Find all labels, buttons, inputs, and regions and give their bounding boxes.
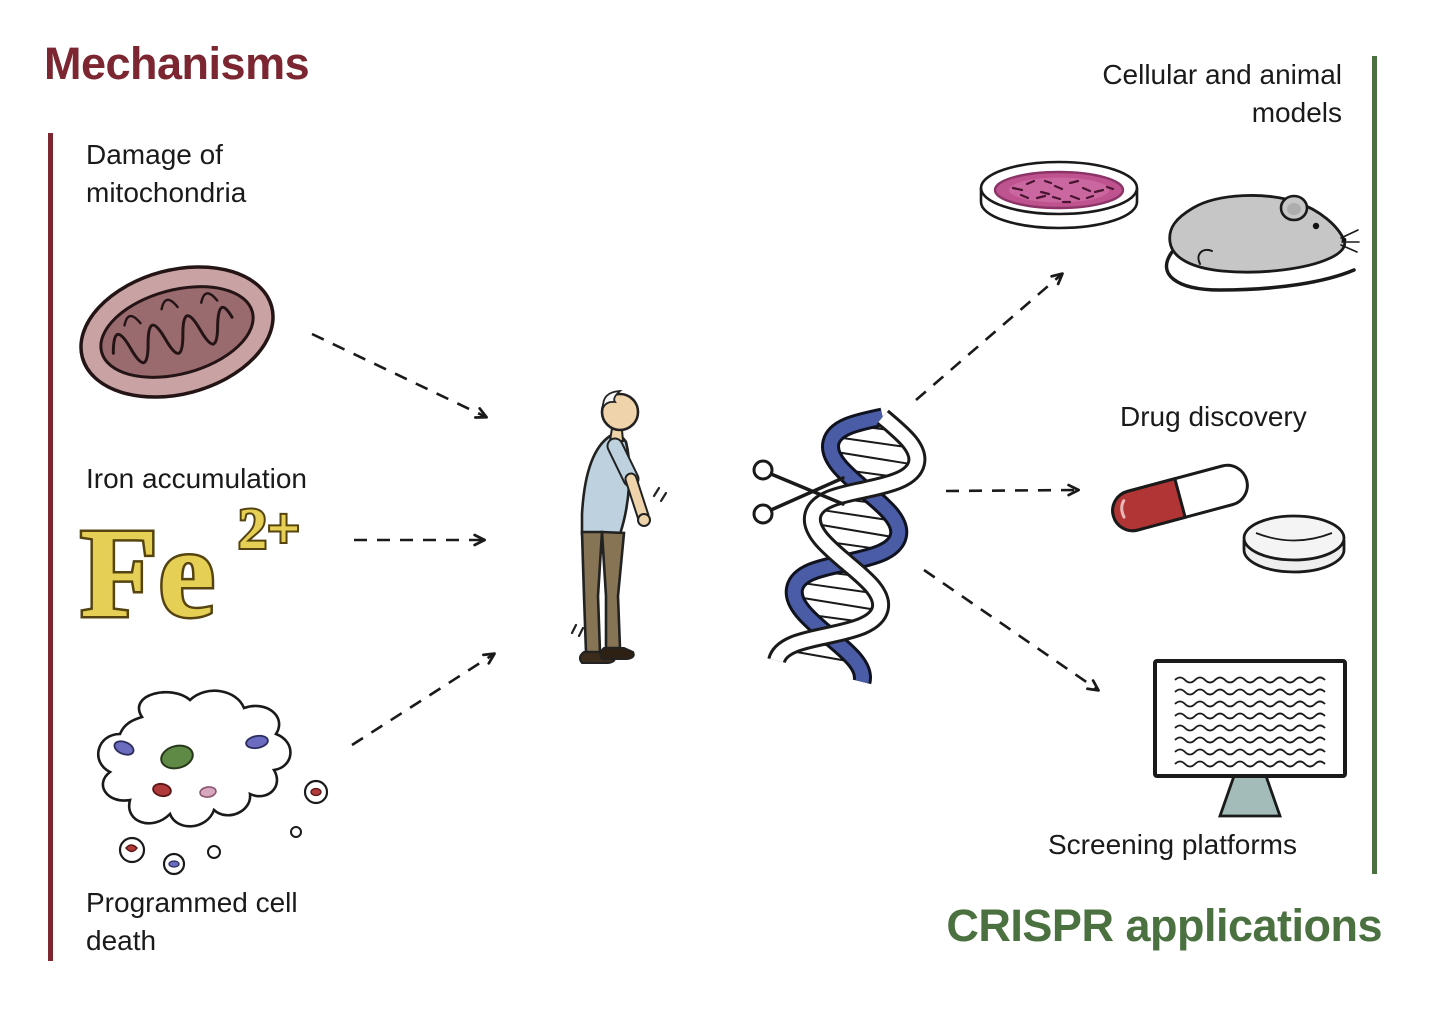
elderly-man-icon — [570, 389, 668, 664]
dna-scissors-icon — [752, 407, 927, 685]
label-iron-accumulation: Iron accumulation — [86, 463, 308, 494]
capsule-icon — [1111, 463, 1249, 533]
arrow-dna-to-drug-discovery — [945, 483, 1080, 497]
arrow-dna-to-models — [915, 272, 1064, 401]
scissors-icon — [752, 459, 845, 525]
label-cellular-and-animal-models: Cellular and animal models — [1102, 59, 1342, 128]
label-programmed-cell-death: Programmed cell death — [86, 887, 298, 956]
iron-fe2plus-icon: Fe 2+ — [78, 494, 302, 647]
fe-symbol-text: Fe — [80, 502, 215, 644]
apoptotic-cell-icon — [97, 689, 329, 876]
label-screening-platforms: Screening platforms — [1048, 829, 1298, 860]
mechanisms-heading: Mechanisms — [44, 38, 310, 89]
label-damage-of-mitochondria: Damage of mitochondria — [86, 139, 247, 208]
crispr-applications-heading: CRISPR applications — [946, 900, 1382, 951]
arrow-cell-death-to-patient — [351, 652, 496, 747]
crispr-accent-line — [1372, 56, 1377, 874]
mechanisms-accent-line — [48, 133, 53, 961]
mitochondria-icon — [79, 265, 275, 399]
fe-superscript-text: 2+ — [238, 496, 300, 561]
monitor-icon — [1153, 659, 1347, 818]
label-drug-discovery: Drug discovery — [1120, 401, 1307, 432]
tablet-icon — [1242, 514, 1346, 574]
arrow-mitochondria-to-patient — [311, 332, 488, 419]
mouse-icon — [1164, 194, 1360, 292]
petri-dish-icon — [979, 160, 1139, 230]
